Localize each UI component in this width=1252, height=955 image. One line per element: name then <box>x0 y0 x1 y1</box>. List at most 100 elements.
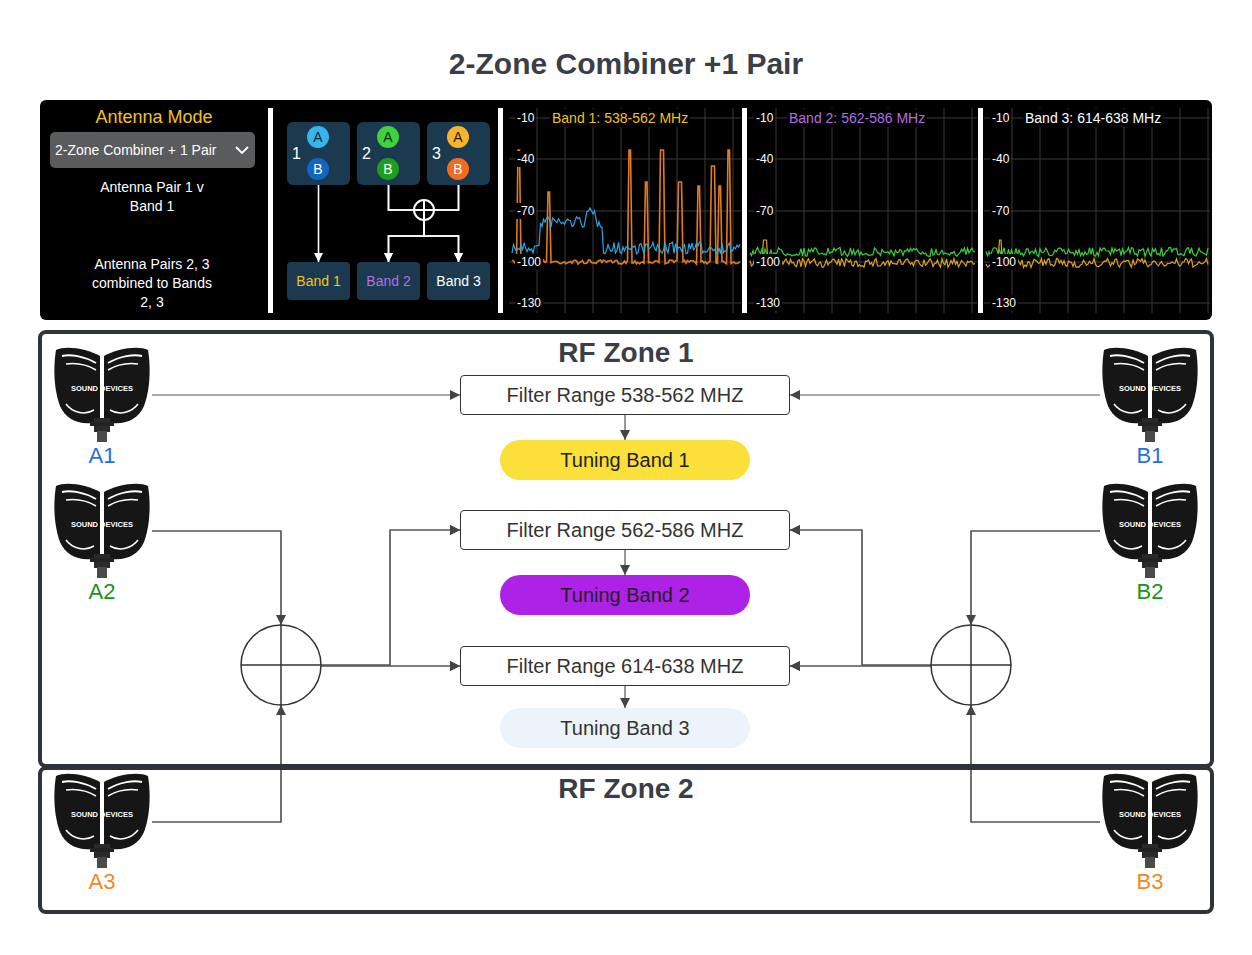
drawing-part <box>108 781 142 789</box>
axis-tick: -100 <box>754 254 782 270</box>
tuning-text: Tuning Band 3 <box>560 717 689 740</box>
screen-text: Antenna Pairs 2, 3 combined to Bands 2, … <box>89 255 215 312</box>
drawing-part <box>236 147 248 153</box>
tuning-band-pill: Tuning Band 1 <box>500 440 750 480</box>
divider-bar <box>742 108 747 313</box>
combiner-right <box>931 615 1011 715</box>
connector-arrow <box>624 686 625 708</box>
connector-arrow <box>389 185 425 262</box>
antenna-icon <box>52 772 152 870</box>
grid-line <box>565 108 566 313</box>
rf-zone-box: RF Zone 2SOUND DEVICESA3 SOUND DEVICESB3 <box>38 766 1214 914</box>
antenna: SOUND DEVICESA1 <box>52 346 152 470</box>
axis-tick: -40 <box>754 151 775 167</box>
drawing-part <box>1156 790 1186 796</box>
trace-line <box>512 208 740 254</box>
drawing-part <box>1158 830 1186 839</box>
logo-text: SOUND DEVICES <box>1100 384 1200 393</box>
drawing-part <box>1145 431 1155 442</box>
grid-line <box>984 159 1210 160</box>
drawing-part <box>110 404 138 413</box>
drawing-part <box>1114 404 1142 413</box>
antenna: SOUND DEVICESB3 <box>1100 772 1200 896</box>
drawing-part <box>66 500 96 506</box>
rf-zone-box: RF Zone 1SOUND DEVICESA1Filter Range 538… <box>38 330 1214 768</box>
axis-tick: -130 <box>990 295 1018 311</box>
antenna-label: A3 <box>52 869 152 895</box>
drawing-part <box>276 615 286 625</box>
drawing-part <box>108 790 138 796</box>
connector-arrow <box>152 530 460 822</box>
logo-text: SOUND DEVICES <box>1100 520 1200 529</box>
antenna-label: A2 <box>52 579 152 605</box>
drawing-part <box>1138 422 1162 426</box>
circle-letter: A <box>383 129 392 145</box>
antenna-pair-box: 1AB <box>287 122 350 185</box>
grid-line <box>649 108 650 313</box>
drawing-part <box>1114 830 1142 839</box>
pair-number: 2 <box>362 145 371 163</box>
drawing-part <box>66 540 94 549</box>
trace-line <box>512 150 740 264</box>
band-label: Band 2 <box>366 273 410 289</box>
zone-heading: RF Zone 1 <box>42 336 1210 370</box>
spectrum-traces <box>512 150 1208 268</box>
trace-line <box>986 248 1208 257</box>
grid-line <box>1180 108 1181 313</box>
drawing-part <box>110 830 138 839</box>
drawing-part <box>90 558 114 562</box>
drawing-part <box>108 364 138 370</box>
drawing-part <box>1110 491 1144 499</box>
drawing-part <box>970 625 972 705</box>
grid-line <box>748 159 977 160</box>
drawing-part <box>1114 790 1144 796</box>
drawing-part <box>1114 540 1142 549</box>
antenna-icon <box>1100 346 1200 444</box>
drawing-part <box>1156 781 1190 789</box>
drawing-part <box>1156 364 1186 370</box>
antenna-circle: A <box>447 126 469 148</box>
drawing-part <box>1138 558 1162 562</box>
grid-line <box>1124 108 1125 313</box>
divider-bar <box>978 108 983 313</box>
trace-line <box>750 248 975 257</box>
connector-arrow <box>424 185 459 262</box>
drawing-part <box>931 625 1011 705</box>
axis-tick: -10 <box>990 110 1011 126</box>
drawing-part <box>1114 500 1144 506</box>
connector-arrow <box>389 185 459 262</box>
circle-letter: A <box>313 129 322 145</box>
connector-arrow <box>152 394 460 395</box>
antenna: SOUND DEVICESA2 <box>52 482 152 606</box>
zone-heading: RF Zone 2 <box>42 772 1210 806</box>
drawing-part <box>1138 848 1162 852</box>
antenna-label: B2 <box>1100 579 1200 605</box>
drawing-part <box>414 200 434 220</box>
grid-line <box>1040 108 1041 313</box>
grid-line <box>860 108 861 313</box>
band-label: Band 1 <box>296 273 340 289</box>
screen-combiner <box>414 200 434 220</box>
drawing-part <box>62 355 96 363</box>
antenna: SOUND DEVICESA3 <box>52 772 152 896</box>
grid-line <box>1012 108 1013 313</box>
band-label: Band 3 <box>436 273 480 289</box>
screen-text: Antenna Pair 1 v Band 1 <box>92 178 212 216</box>
drawing-part <box>66 364 96 370</box>
filter-text: Filter Range 562-586 MHZ <box>507 519 744 542</box>
axis-tick: -100 <box>515 254 543 270</box>
drawing-part <box>1156 500 1186 506</box>
axis-tick: -10 <box>515 110 536 126</box>
band-box: Band 3 <box>427 262 490 300</box>
axis-tick: -130 <box>754 295 782 311</box>
band-box: Band 2 <box>357 262 420 300</box>
grid-line <box>733 108 734 313</box>
divider-bar <box>268 108 273 313</box>
drawing-part <box>62 781 96 789</box>
axis-tick: -70 <box>990 203 1011 219</box>
antenna-label: B1 <box>1100 443 1200 469</box>
grid-line <box>1208 108 1209 313</box>
drawing-part <box>66 790 96 796</box>
connector-arrow <box>389 185 459 262</box>
plot-title: Band 2: 562-586 MHz <box>787 109 927 127</box>
